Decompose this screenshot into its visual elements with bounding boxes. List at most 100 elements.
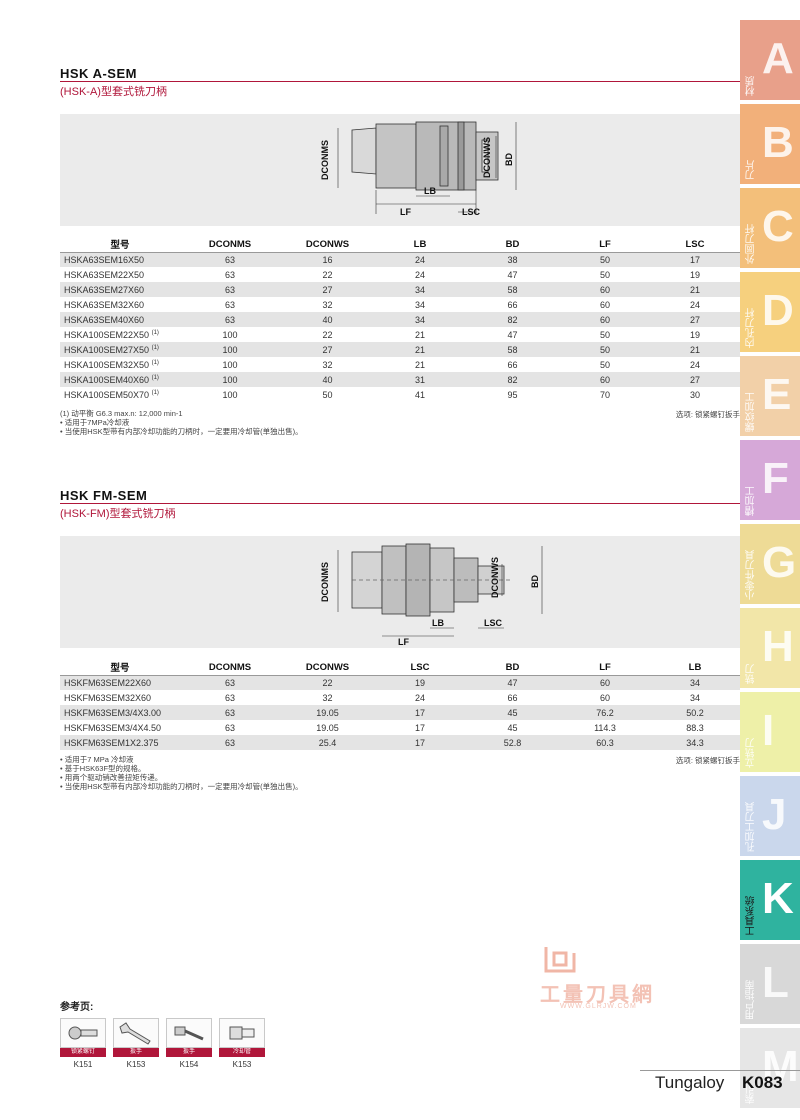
note-line: (1) 动平衡 G6.3 max.n: 12,000 min-1 (60, 409, 183, 418)
model-cell: HSKA100SEM50X70 (1) (60, 387, 180, 402)
note-line: • 用两个驱动销改善扭矩传递。 (60, 773, 163, 782)
value-cell: 100 (180, 342, 280, 357)
value-cell: 60 (599, 692, 610, 703)
col-header: 型号 (110, 663, 130, 675)
chapter-tab-label: 内孔刀杆 (746, 308, 757, 348)
model-cell: HSKA100SEM22X50 (1) (60, 327, 180, 342)
watermark-logo-icon (544, 947, 576, 973)
model-cell: HSKA63SEM32X60 (60, 297, 180, 312)
chapter-tab-letter: F (762, 454, 789, 503)
reference-item[interactable]: 锁紧螺钉 K151 (60, 1018, 106, 1069)
value-cell: 47 (465, 675, 560, 690)
value-cell: 34 (650, 675, 740, 690)
chapter-tab-letter: C (762, 202, 794, 251)
reference-page-code: K154 (179, 1060, 199, 1069)
value-cell: 17 (650, 252, 740, 267)
hex-wrench-icon (166, 1018, 212, 1048)
value-cell: 50 (560, 342, 650, 357)
value-cell: 63 (224, 692, 235, 703)
table-header-row: 型号 DCONMS DCONWS LB BD LF LSC (60, 237, 740, 252)
reference-item[interactable]: 扳手 K153 (113, 1018, 159, 1069)
value-cell: 34 (689, 692, 700, 703)
value-cell: 50 (560, 252, 650, 267)
reference-item[interactable]: 冷却管 K153 (219, 1018, 265, 1069)
model-name: HSKA100SEM32X50 (64, 359, 150, 370)
s2-lsc-label: LSC (484, 618, 503, 628)
value-cell: 16 (280, 252, 375, 267)
value-cell: 63 (180, 282, 280, 297)
wrench-icon (113, 1018, 159, 1048)
chapter-tab-label: 用户指南 (746, 980, 757, 1020)
coolant-pipe-icon (219, 1018, 265, 1048)
value-cell: 22 (322, 329, 333, 340)
value-cell: 50.2 (650, 705, 740, 720)
model-cell: HSKA63SEM27X60 (60, 282, 180, 297)
model-name: HSKA100SEM27X50 (64, 344, 150, 355)
s2-bd-label: BD (530, 575, 540, 588)
chapter-tab-label: 外圆刀杆 (746, 224, 757, 264)
value-cell: 24 (414, 692, 425, 703)
value-cell: 63 (224, 299, 235, 310)
s1-lsc-label: LSC (462, 207, 481, 217)
value-cell: 24 (375, 252, 465, 267)
value-cell: 22 (322, 269, 333, 280)
reference-tag: 锁紧螺钉 (60, 1048, 106, 1057)
section2-title: HSK FM-SEM (60, 488, 148, 503)
model-name: HSKA63SEM22X50 (64, 269, 145, 280)
watermark-text: 工量刀具網 (540, 984, 655, 1006)
value-cell: 24 (689, 299, 700, 310)
brand-name: Tungaloy (655, 1073, 725, 1092)
col-header: 型号 (110, 240, 130, 252)
model-cell: HSKA63SEM16X50 (60, 252, 180, 267)
value-cell: 27 (650, 312, 740, 327)
value-cell: 88.3 (686, 722, 704, 733)
col-header: DCONWS (305, 238, 350, 250)
col-header: DCONWS (305, 661, 350, 673)
value-cell: 24 (689, 359, 700, 370)
value-cell: 19 (375, 675, 465, 690)
reference-item[interactable]: 扳手 K154 (166, 1018, 212, 1069)
page-number: K083 (742, 1073, 783, 1092)
s1-dconws-label: DCONWS (482, 137, 492, 178)
value-cell: 63 (180, 252, 280, 267)
col-header: LB (413, 238, 427, 250)
model-cell: HSKA100SEM27X50 (1) (60, 342, 180, 357)
value-cell: 60 (599, 299, 610, 310)
value-cell: 34 (375, 312, 465, 327)
value-cell: 34.3 (650, 735, 740, 750)
value-cell: 70 (599, 389, 610, 400)
section1-diagram: DCONMS DCONWS BD LB LF LSC (60, 114, 740, 226)
footer-divider (640, 1070, 800, 1071)
section1-table: 型号 DCONMS DCONWS LB BD LF LSC HSKA63SEM1… (60, 237, 740, 402)
model-name: HSKFM63SEM1X2.375 (60, 735, 180, 750)
col-header: LF (599, 661, 611, 673)
chapter-tab-c[interactable]: 外圆刀杆 C (740, 188, 800, 268)
s1-lb-label: LB (424, 186, 436, 196)
value-cell: 19.05 (316, 722, 339, 733)
note-line: • 适用于7 MPa 冷却液 (60, 755, 134, 764)
chapter-tab-letter: H (762, 622, 794, 671)
section2-table: 型号 DCONMS DCONWS LSC BD LF LB HSKFM63SEM… (60, 660, 740, 750)
note-line: • 当使用HSK型带有内部冷却功能的刀柄时，一定要用冷却管(单独出售)。 (60, 782, 303, 791)
footnote-mark: (1) (151, 344, 159, 351)
section2-subtitle: (HSK-FM)型套式铣刀柄 (60, 508, 176, 520)
value-cell: 63 (224, 722, 235, 733)
model-name: HSKA63SEM32X60 (64, 299, 145, 310)
value-cell: 50 (599, 359, 610, 370)
